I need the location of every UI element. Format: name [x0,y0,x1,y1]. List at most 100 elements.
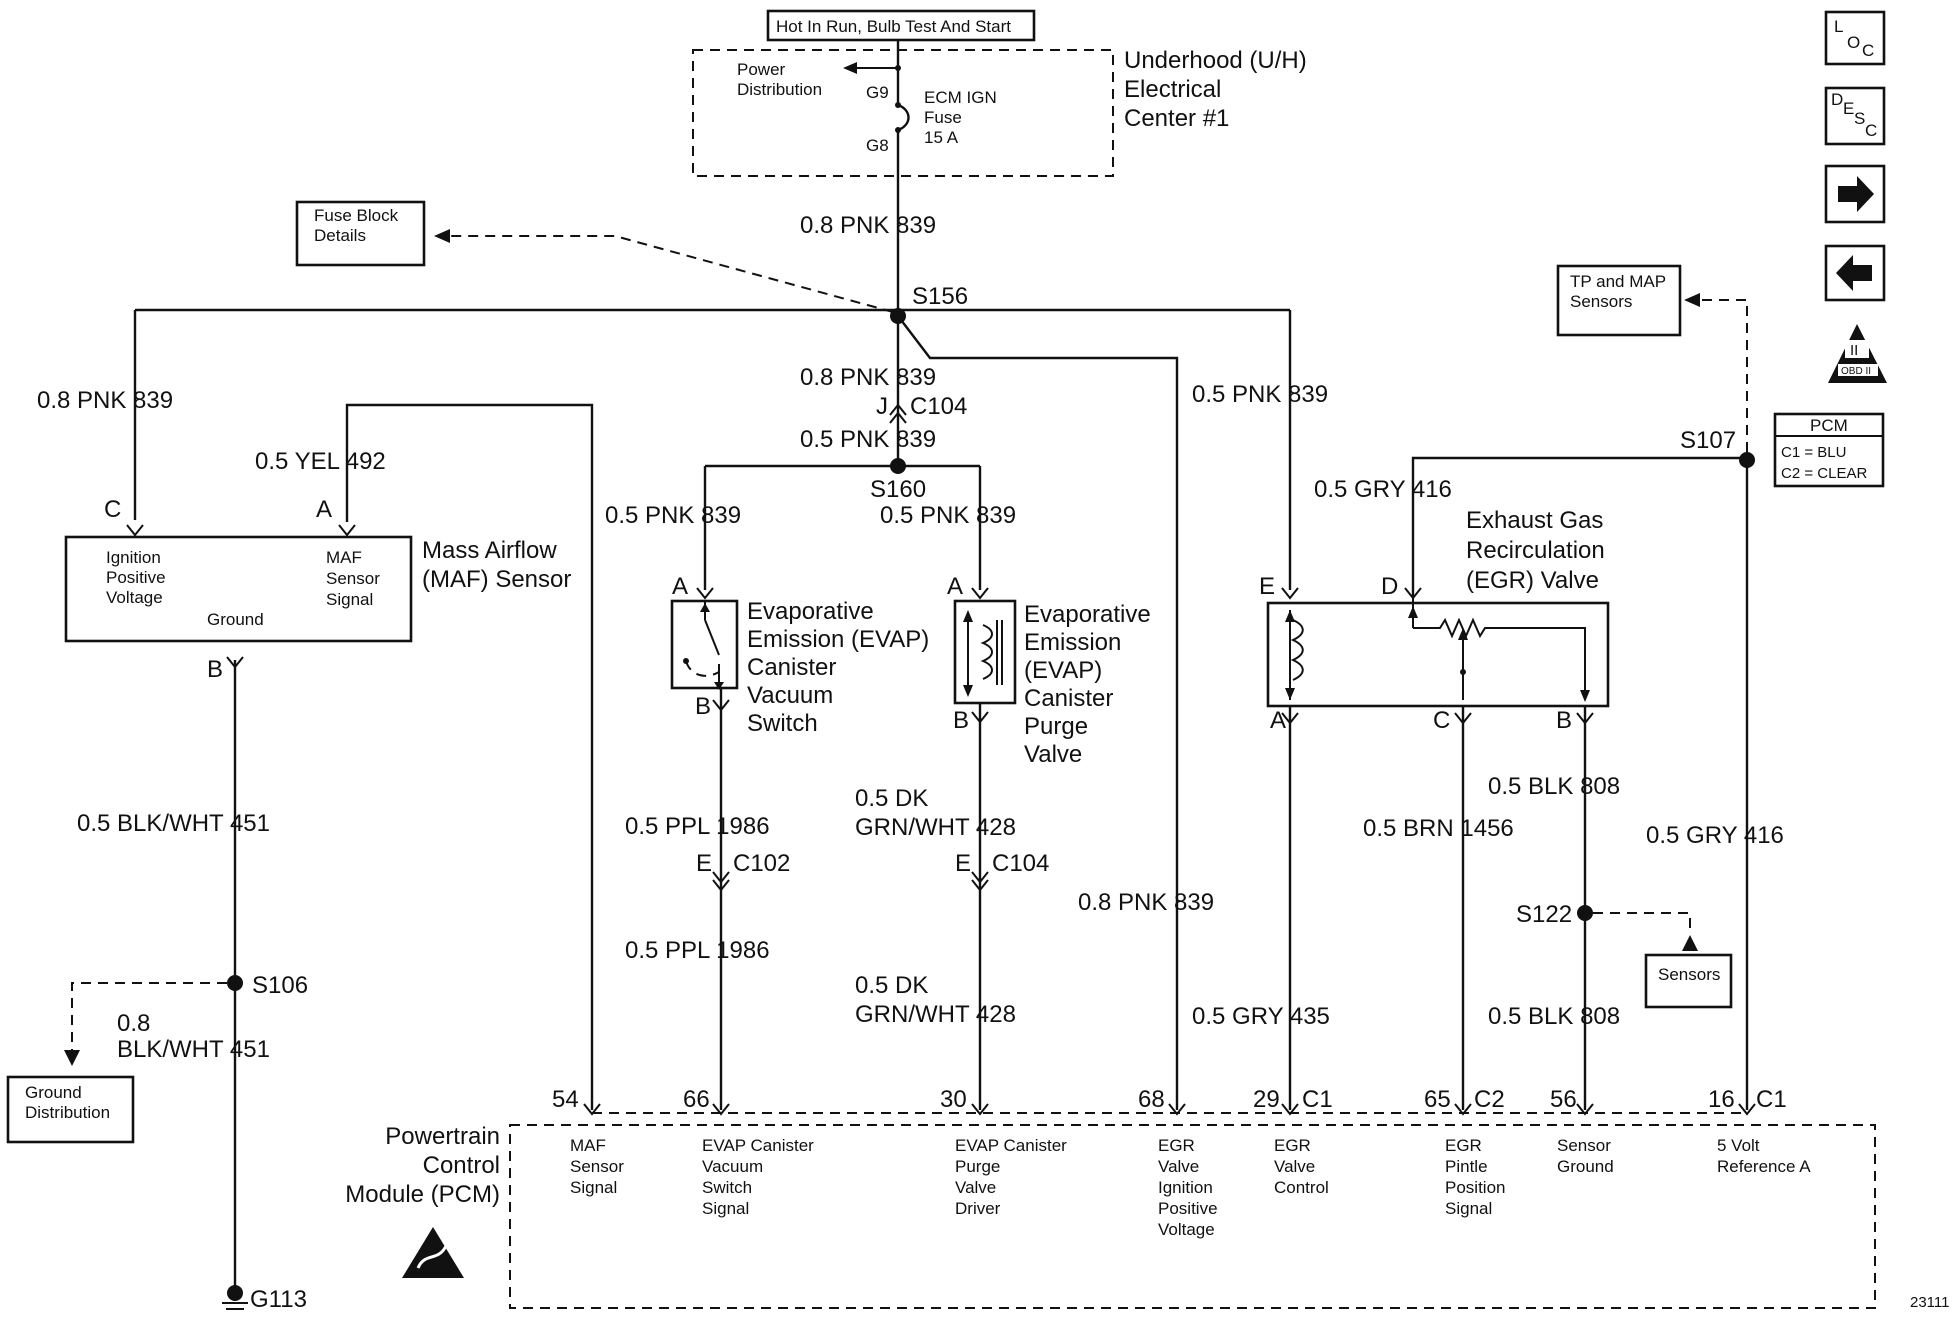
s107-label: S107 [1680,427,1736,454]
pcm-pin-30-label-1: EVAP Canister [955,1136,1067,1155]
figure-id: 23111 [1910,1294,1950,1311]
underhood-center-box [692,49,1114,177]
pcm-pin-65-label-3: Position [1445,1178,1505,1197]
svg-text:II: II [1850,342,1858,359]
wire-416-top-label: 0.5 GRY 416 [1314,476,1452,503]
power-source-label-box [766,9,1036,42]
wire-839-evap1-label: 0.5 PNK 839 [605,502,741,529]
c104b-pin-e: E [955,850,971,877]
ground-dist-dashed-link [71,982,227,1050]
wire-839-left-label: 0.8 PNK 839 [37,387,173,414]
pcm-pin-54-label-2: Sensor [570,1157,624,1176]
pcm-pin-16-label-2: Reference A [1717,1157,1811,1176]
fuse-block-dashed-link [450,235,894,313]
evap-switch-title-4: Vacuum [747,682,833,709]
pcm-pin-56-label-2: Ground [1557,1157,1614,1176]
pcm-pin-68: 68 [1138,1086,1165,1113]
wire-451-label: 0.5 BLK/WHT 451 [77,810,270,837]
obd-label: OBD II [1841,366,1871,377]
pcm-pin-29-label-2: Valve [1274,1157,1315,1176]
ground-dist-text-1: Ground [25,1083,82,1102]
svg-text:C: C [1862,41,1874,60]
pcm-pin-30-label-3: Valve [955,1178,996,1197]
pcm-pin-54-label-3: Signal [570,1178,617,1197]
c102-label: C102 [733,850,790,877]
c104b-connector-symbol [971,871,989,892]
maf-pin-a: A [316,496,332,523]
evap-purge-pin-b: B [953,707,969,734]
solenoid-icon [963,610,1003,697]
pcm-legend-c1: C1 = BLU [1781,444,1846,461]
evap-switch-title-1: Evaporative [747,598,874,625]
wire-808-label-b: 0.5 BLK 808 [1488,1003,1620,1030]
ground-distribution-ref[interactable] [6,1075,135,1144]
fuse-label-3: 15 A [924,128,959,147]
maf-sensor-box [64,535,413,643]
pcm-pin-16-label-1: 5 Volt [1717,1136,1760,1155]
g9-label: G9 [866,83,889,102]
pcm-pin-54: 54 [552,1086,579,1113]
g113-label: G113 [250,1286,307,1313]
pcm-pin-68-label-3: Ignition [1158,1178,1213,1197]
c104b-label: C104 [992,850,1049,877]
pcm-pin-68-label-1: EGR [1158,1136,1195,1155]
pcm-pin-54-label-1: MAF [570,1136,606,1155]
wire-428-label-a2: GRN/WHT 428 [855,814,1016,841]
egr-title-1: Exhaust Gas [1466,507,1603,534]
egr-valve-box [1266,601,1610,708]
egr-pin-d: D [1381,573,1398,600]
pcm-pin-16-conn: C1 [1756,1086,1787,1113]
evap-purge-title-3: (EVAP) [1024,657,1102,684]
maf-pin-a-symbol [338,524,356,537]
pcm-pin-66-label-1: EVAP Canister [702,1136,814,1155]
maf-pin-b: B [207,656,223,683]
egr-pin-b: B [1556,707,1572,734]
pcm-legend-box [1773,412,1885,488]
pcm-pin-65-label-2: Pintle [1445,1157,1488,1176]
pcm-legend-title: PCM [1810,416,1848,435]
tp-map-sensors-ref[interactable] [1556,264,1682,337]
fuse-symbol [897,103,910,132]
wire-839-pcm68-label: 0.8 PNK 839 [1078,889,1214,916]
splice-s122 [1577,905,1593,921]
egr-potentiometer-icon [1408,598,1590,702]
maf-sig-3: Signal [326,590,373,609]
evap-purge-title-2: Emission [1024,629,1121,656]
power-source-label: Hot In Run, Bulb Test And Start [776,17,1011,36]
pcm-box [509,1124,1876,1309]
pcm-pin-65: 65 [1424,1086,1451,1113]
fuse-block-text-2: Details [314,226,366,245]
egr-title-2: Recirculation [1466,537,1605,564]
wire-435-label: 0.5 GRY 435 [1192,1003,1330,1030]
wire-839-egr-label: 0.5 PNK 839 [1192,381,1328,408]
egr-pin-e: E [1259,573,1275,600]
evap-purge-pin-a: A [947,573,963,600]
wire-451-b-label-1: 0.8 [117,1010,150,1037]
splice-s106 [227,975,243,991]
c104-pin-j: J [876,393,888,420]
evap-purge-title-6: Valve [1024,741,1082,768]
sensors-ref[interactable] [1644,953,1733,1009]
pcm-pin-68-label-4: Positive [1158,1199,1218,1218]
evap-purge-valve-box [953,599,1017,705]
fuse-block-details-ref[interactable] [295,200,426,267]
pcm-pin-56-label-1: Sensor [1557,1136,1611,1155]
evap-purge-pin-a-symbol [971,587,989,600]
ground-dist-text-2: Distribution [25,1103,110,1122]
maf-ign-1: Ignition [106,548,161,567]
arrow-left-icon[interactable] [1824,244,1886,302]
uh-title-2: Electrical [1124,76,1221,103]
power-dist-1: Power [737,60,786,79]
wire-808-label-a: 0.5 BLK 808 [1488,773,1620,800]
pcm-pin-66-label-2: Vacuum [702,1157,763,1176]
description-icon[interactable]: D E S C [1824,86,1886,146]
svg-text:L: L [1834,17,1843,36]
arrow-right-icon[interactable] [1824,164,1886,224]
maf-pin-c: C [104,496,121,523]
sensors-ref-text: Sensors [1658,965,1720,984]
egr-pin-c: C [1433,707,1450,734]
evap-switch-pin-b: B [695,693,711,720]
maf-title-2: (MAF) Sensor [422,566,571,593]
location-icon[interactable]: L O C [1824,10,1886,66]
maf-title-1: Mass Airflow [422,537,557,564]
